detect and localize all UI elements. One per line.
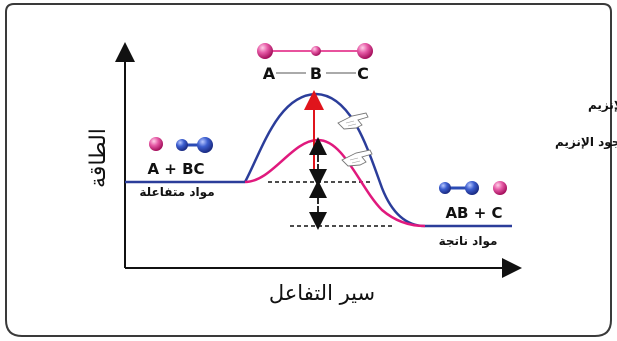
product-molecule-ab-icon <box>439 181 479 195</box>
reactants-caption: مواد متفاعلة <box>139 185 214 200</box>
product-atom-c-icon <box>493 181 507 195</box>
activation-energy-with-enzyme-label: طاقة التنشيط بوجود الإنزيم <box>555 135 617 150</box>
complex-label-a: A <box>263 64 276 83</box>
products-caption: مواد ناتجة <box>439 234 498 249</box>
reactants-formula: A + BC <box>147 160 204 178</box>
pointing-hand-icon <box>337 112 369 130</box>
diagram-frame <box>5 3 612 337</box>
complex-label-b: B <box>310 64 322 83</box>
x-axis-label: سير التفاعل <box>269 281 375 305</box>
uncatalyzed-reaction-curve <box>243 92 426 228</box>
pointing-hand-icon <box>341 149 373 167</box>
reactant-atom-a-icon <box>149 137 163 151</box>
products-formula: AB + C <box>445 204 502 222</box>
transition-complex-icon <box>257 43 373 59</box>
complex-label-c: C <box>357 64 369 83</box>
y-axis-label: الطاقة <box>86 128 111 188</box>
activation-energy-without-enzyme-label: طاقة التنشيط في حال عدم وجود الإنزيم <box>588 98 617 113</box>
reactant-molecule-bc-icon <box>176 137 213 153</box>
